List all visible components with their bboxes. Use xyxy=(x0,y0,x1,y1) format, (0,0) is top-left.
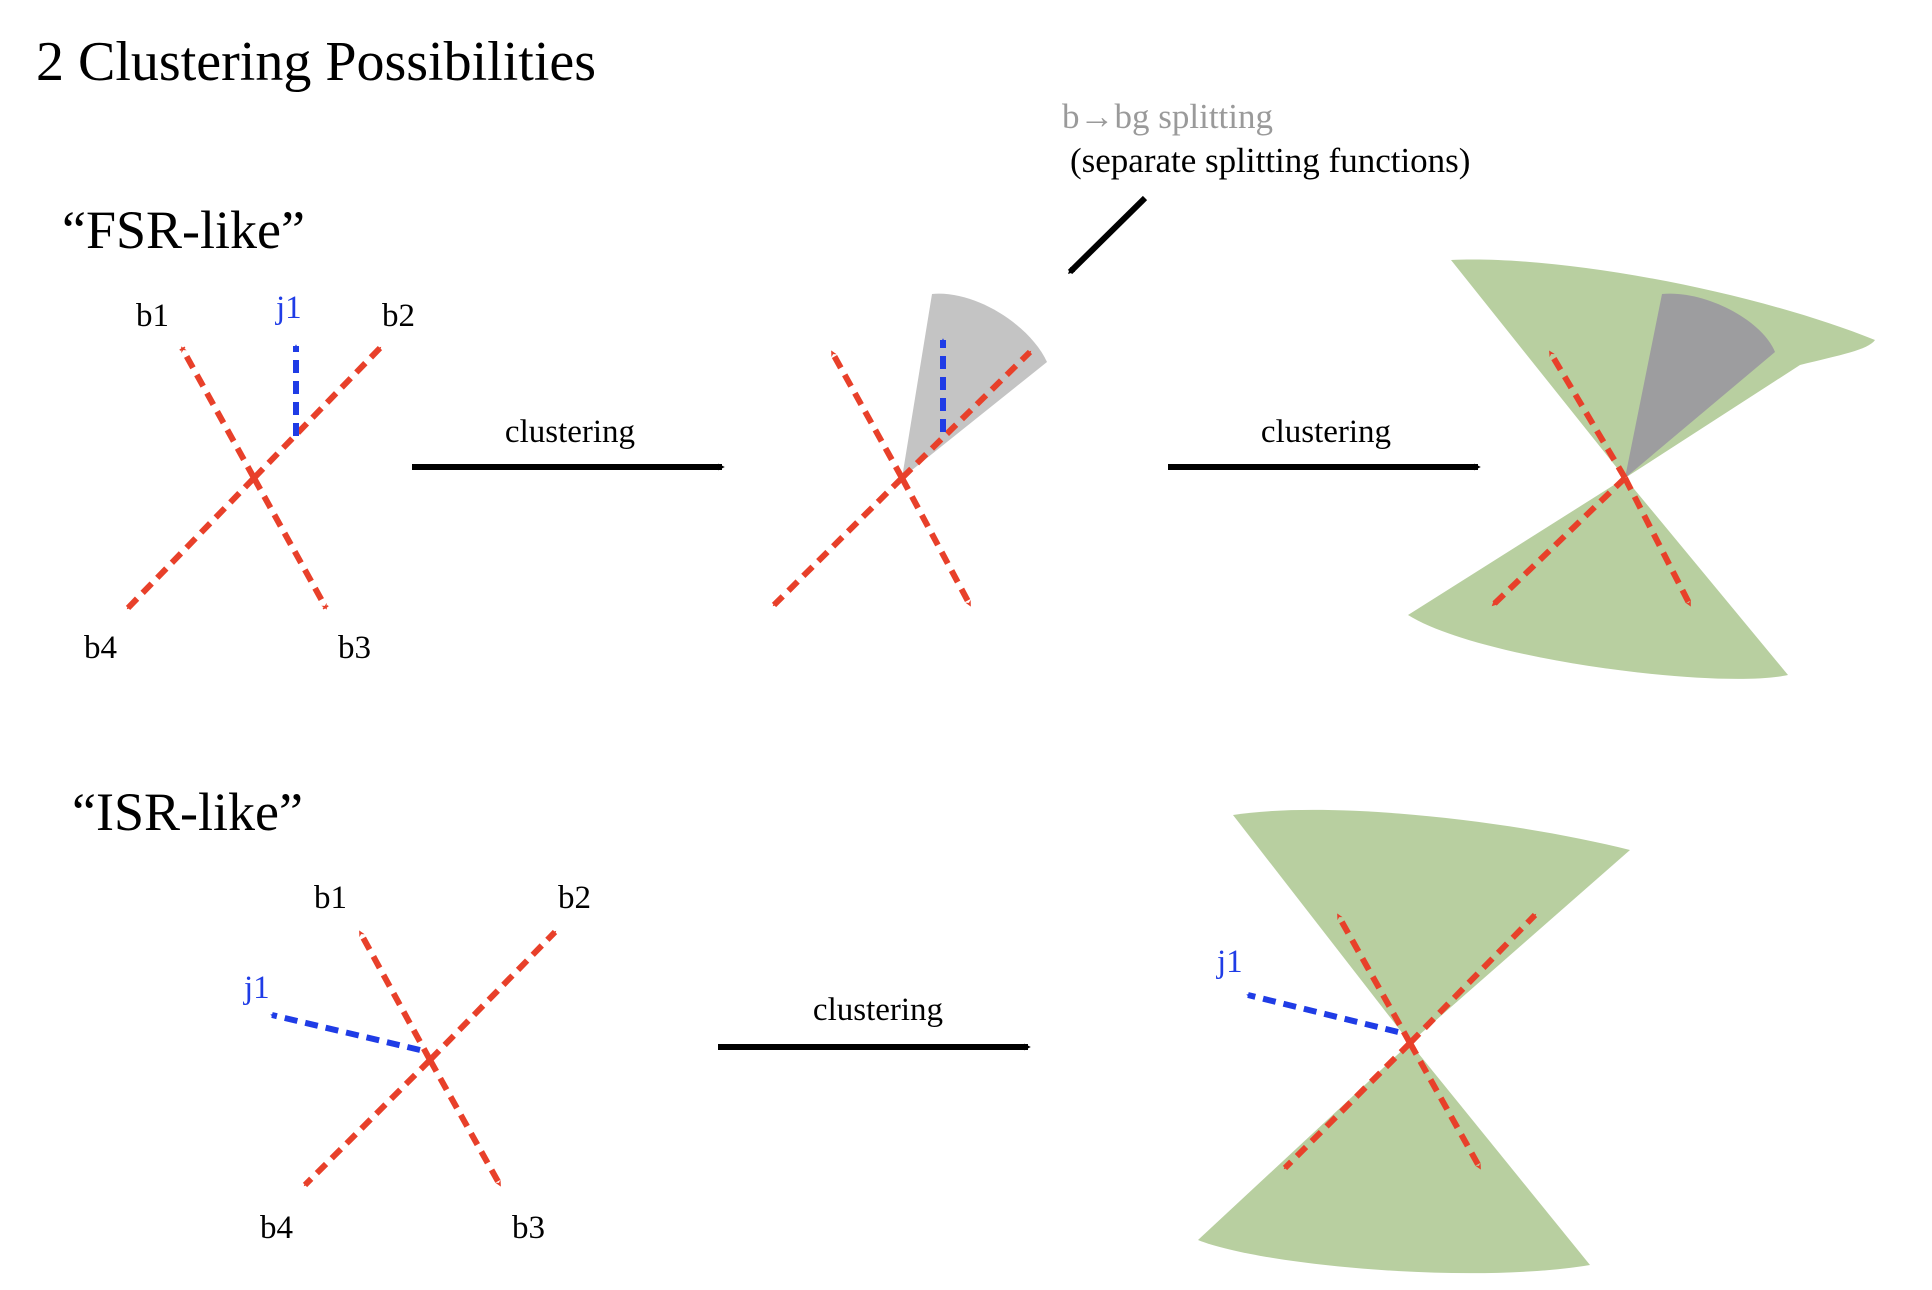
fsr-heading: “FSR-like” xyxy=(62,200,305,260)
fsr-stage-2 xyxy=(771,293,1047,608)
merged-jet-cone-lower xyxy=(1408,478,1788,679)
isr-b1-arrow xyxy=(357,930,433,1062)
splitting-annotation-title: b→bg splitting xyxy=(1062,97,1273,136)
isr-j1-label: j1 xyxy=(243,970,270,1006)
fsr3-b3-arrow xyxy=(1622,476,1693,607)
isr2-j1-label: j1 xyxy=(1216,944,1243,980)
isr-stage-2: j1 xyxy=(1198,809,1630,1274)
isr-j1-arrow xyxy=(270,1012,421,1053)
fsr-b2-label: b2 xyxy=(382,298,415,334)
isr2-b4-arrow xyxy=(1282,1040,1413,1171)
isr-b4-label: b4 xyxy=(260,1210,293,1246)
fsr2-b4-arrow xyxy=(771,475,905,608)
fsr-b3-arrow xyxy=(251,476,329,610)
fsr-clustering-step-2: clustering xyxy=(1168,414,1481,471)
gluon-splitting-cone xyxy=(902,293,1047,478)
fsr-b4-arrow xyxy=(125,475,257,611)
fsr2-b1-arrow xyxy=(829,350,905,480)
fsr3-b4-arrow xyxy=(1490,475,1628,608)
fsr-clustering-step-1: clustering xyxy=(412,414,725,471)
isr2-b2-arrow xyxy=(1407,912,1538,1046)
fsr-j1-label: j1 xyxy=(275,290,302,326)
isr-merged-cone-upper xyxy=(1233,809,1630,1043)
fsr-stage-1: b1 j1 b2 b3 b4 xyxy=(84,290,415,666)
isr2-b1-arrow xyxy=(1335,913,1413,1045)
isr-b3-label: b3 xyxy=(512,1210,545,1246)
isr2-b3-arrow xyxy=(1407,1041,1483,1170)
fsr2-b3-arrow xyxy=(899,476,973,607)
fsr-clustering-label-1: clustering xyxy=(505,414,635,450)
splitting-annotation-subtitle: (separate splitting functions) xyxy=(1070,141,1470,180)
isr-b3-arrow xyxy=(427,1058,503,1187)
isr-b2-label: b2 xyxy=(558,880,591,916)
fsr3-b1-arrow xyxy=(1547,350,1628,480)
isr-clustering-step-1: clustering xyxy=(718,992,1031,1051)
fsr-b4-label: b4 xyxy=(84,630,117,666)
fsr2-b2-arrow xyxy=(899,349,1033,481)
gluon-splitting-cone-merged xyxy=(1625,293,1775,478)
page-title: 2 Clustering Possibilities xyxy=(36,31,596,93)
isr-b1-label: b1 xyxy=(314,880,347,916)
isr-b2-arrow xyxy=(427,929,558,1063)
fsr-b3-label: b3 xyxy=(338,630,371,666)
fsr-stage-3 xyxy=(1408,259,1875,679)
fsr-b1-label: b1 xyxy=(136,298,169,334)
isr-b4-arrow xyxy=(302,1057,433,1188)
splitting-annotation-arrow xyxy=(1067,195,1148,275)
fsr-b1-arrow xyxy=(179,346,257,480)
fsr-clustering-label-2: clustering xyxy=(1261,414,1391,450)
isr-merged-cone-lower xyxy=(1198,1043,1590,1274)
fsr-b2-arrow xyxy=(251,345,383,481)
isr-stage-1: b1 b2 j1 b3 b4 xyxy=(243,880,591,1246)
isr2-j1-arrow xyxy=(1246,992,1399,1035)
isr-heading: “ISR-like” xyxy=(72,782,303,842)
splitting-annotation: b→bg splitting (separate splitting funct… xyxy=(1062,97,1470,275)
isr-clustering-label-1: clustering xyxy=(813,992,943,1028)
